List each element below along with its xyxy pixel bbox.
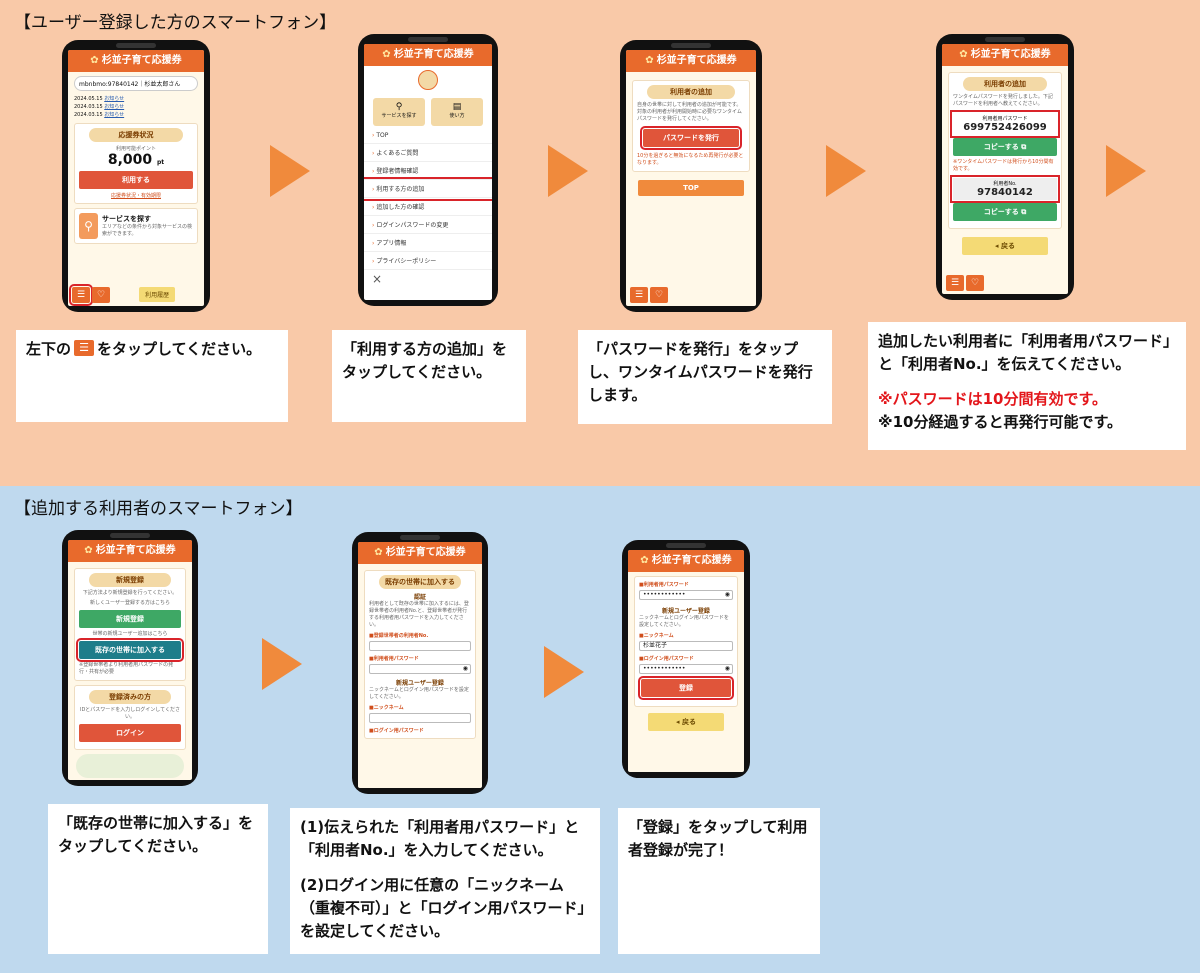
heart-icon[interactable]: ♡ [966, 275, 984, 291]
use-button[interactable]: 利用する [79, 171, 193, 189]
history-button[interactable]: 利用履歴 [139, 287, 176, 302]
user-password-input[interactable]: ••••••••••••◉ [639, 590, 733, 600]
menu-item-top[interactable]: TOP [364, 128, 492, 144]
submit-form-card: ■利用者用パスワード ••••••••••••◉ 新規ユーザー登録 ニックネーム… [634, 576, 738, 707]
caption-step5: 「既存の世帯に加入する」をタップしてください。 [48, 804, 268, 954]
menu-icon[interactable]: ☰ [69, 284, 93, 306]
menu-icon[interactable]: ☰ [946, 275, 964, 291]
back-arrow-icon: ◂ [995, 242, 999, 250]
phone-home: ✿杉並子育て応援券 mbnbmo:97840142｜杉並太郎さん 2024.05… [62, 40, 210, 312]
eye-icon[interactable]: ◉ [724, 665, 730, 672]
search-icon: ⚲ [79, 213, 98, 239]
login-password-input[interactable]: ••••••••••••◉ [639, 664, 733, 674]
issued-card: 利用者の追加 ワンタイムパスワードを発行しました。下記パスワードを利用者へ教えて… [948, 72, 1062, 229]
nickname-input[interactable] [369, 713, 471, 723]
close-icon[interactable]: × [372, 272, 383, 286]
new-register-card: 新規登録 下記方法より新規登録を行ってください。 新しくユーザー登録する方はこち… [74, 568, 186, 681]
login-button[interactable]: ログイン [79, 724, 181, 742]
caption-step7: 「登録」をタップして利用者登録が完了！ [618, 808, 820, 954]
heart-icon[interactable]: ♡ [650, 287, 668, 303]
service-card[interactable]: ⚲ サービスを探す エリアなどの条件から対象サービスの検索ができます。 [74, 208, 198, 244]
arrow-right-icon [262, 638, 302, 690]
arrow-right-icon [826, 145, 866, 197]
join-form-card: 既存の世帯に加入する 認証 利用者として既存の世帯に加入するには、登録世帯者の利… [364, 570, 476, 739]
caption-step6: (1)伝えられた「利用者用パスワード」と「利用者No.」を入力してください。 (… [290, 808, 600, 954]
user-no-input[interactable] [369, 641, 471, 651]
new-user-phone-section: 【追加する利用者のスマートフォン】 ✿杉並子育て応援券 新規登録 下記方法より新… [0, 486, 1200, 973]
menu-item-change-password[interactable]: ログインパスワードの変更 [364, 216, 492, 234]
phone-register-submit: ✿杉並子育て応援券 ■利用者用パスワード ••••••••••••◉ 新規ユーザ… [622, 540, 750, 778]
caption-step4: 追加したい利用者に「利用者用パスワード」と「利用者No.」を伝えてください。 ※… [868, 322, 1186, 450]
back-button[interactable]: ◂ 戻る [962, 237, 1048, 255]
menu-item-app-info[interactable]: アプリ情報 [364, 234, 492, 252]
menu-item-user-info[interactable]: 登録者情報確認 [364, 162, 492, 180]
arrow-right-icon [548, 145, 588, 197]
phone-issue-password: ✿杉並子育て応援券 利用者の追加 自身の世帯に対して利用者の追加が可能です。対象… [620, 40, 762, 312]
user-phone-section: 【ユーザー登録した方のスマートフォン】 ✿杉並子育て応援券 mbnbmo:978… [0, 0, 1200, 486]
copy-icon: ⧉ [1021, 208, 1027, 216]
search-icon: ⚲ [395, 102, 403, 112]
copy-no-button[interactable]: コピーする ⧉ [953, 203, 1057, 221]
menu-item-faq[interactable]: よくあるご質問 [364, 144, 492, 162]
add-user-card: 利用者の追加 自身の世帯に対して利用者の追加が可能です。対象の利用者が利用開始時… [632, 80, 750, 172]
back-arrow-icon: ◂ [676, 718, 680, 726]
howto-menu-button[interactable]: ▤使い方 [431, 98, 483, 126]
points-value: 8,000 pt [107, 152, 165, 168]
phone-menu: ✿杉並子育て応援券 ⚲サービスを探す ▤使い方 TOP よくあるご質問 登録者情… [358, 34, 498, 306]
copy-icon: ⧉ [1021, 143, 1027, 151]
book-icon: ▤ [452, 102, 462, 112]
copy-password-button[interactable]: コピーする ⧉ [953, 138, 1057, 156]
menu-item-add-user[interactable]: 利用する方の追加 [364, 177, 492, 201]
arrow-right-icon [1106, 145, 1146, 197]
section-title-top: 【ユーザー登録した方のスマートフォン】 [14, 13, 337, 33]
new-register-button[interactable]: 新規登録 [79, 610, 181, 628]
join-household-button[interactable]: 既存の世帯に加入する [76, 638, 184, 662]
caption-step1: 左下の☰をタップしてください。 [16, 330, 288, 422]
status-card: 応援券状況 利用可能ポイント 8,000 pt 利用する 応援券状況・有効期限 [74, 123, 198, 204]
history-link[interactable]: 応援券状況・有効期限 [110, 193, 161, 199]
search-menu-button[interactable]: ⚲サービスを探す [373, 98, 425, 126]
register-button[interactable]: 登録 [638, 676, 734, 700]
user-no-box: 利用者No. 97840142 [950, 175, 1060, 203]
menu-icon: ☰ [74, 339, 95, 356]
issue-password-button[interactable]: パスワードを発行 [640, 126, 742, 150]
menu-list: TOP よくあるご質問 登録者情報確認 利用する方の追加 追加した方の確認 ログ… [364, 128, 492, 270]
user-password-box: 利用者用パスワード 699752426099 [950, 110, 1060, 138]
news-list: 2024.05.15 お知らせ 2024.03.15 お知らせ 2024.03.… [74, 96, 125, 118]
eye-icon[interactable]: ◉ [724, 591, 730, 598]
logo [364, 66, 492, 96]
heart-icon[interactable]: ♡ [92, 287, 110, 303]
phone-password-issued: ✿杉並子育て応援券 利用者の追加 ワンタイムパスワードを発行しました。下記パスワ… [936, 34, 1074, 300]
caption-step3: 「パスワードを発行」をタップし、ワンタイムパスワードを発行します。 [578, 330, 832, 424]
back-button[interactable]: ◂ 戻る [648, 713, 724, 731]
top-button[interactable]: TOP [638, 180, 744, 196]
mascot-illustration [76, 754, 184, 778]
menu-icon[interactable]: ☰ [630, 287, 648, 303]
arrow-right-icon [544, 646, 584, 698]
caption-step2: 「利用する方の追加」をタップしてください。 [332, 330, 526, 422]
eye-icon[interactable]: ◉ [462, 665, 468, 672]
nickname-input[interactable]: 杉並花子 [639, 641, 733, 651]
phone-join-form: ✿杉並子育て応援券 既存の世帯に加入する 認証 利用者として既存の世帯に加入する… [352, 532, 488, 794]
menu-item-privacy[interactable]: プライバシーポリシー [364, 252, 492, 270]
user-password-value: 699752426099 [963, 122, 1047, 133]
user-password-input[interactable]: ◉ [369, 664, 471, 674]
user-no-value: 97840142 [977, 187, 1033, 198]
user-line: mbnbmo:97840142｜杉並太郎さん [74, 76, 198, 91]
phone-register-choice: ✿杉並子育て応援券 新規登録 下記方法より新規登録を行ってください。 新しくユー… [62, 530, 198, 786]
login-card: 登録済みの方 IDとパスワードを入力しログインしてください。 ログイン [74, 685, 186, 750]
app-header: ✿杉並子育て応援券 [68, 50, 204, 72]
section-title-bottom: 【追加する利用者のスマートフォン】 [14, 499, 303, 519]
menu-item-added-users[interactable]: 追加した方の確認 [364, 198, 492, 216]
arrow-right-icon [270, 145, 310, 197]
